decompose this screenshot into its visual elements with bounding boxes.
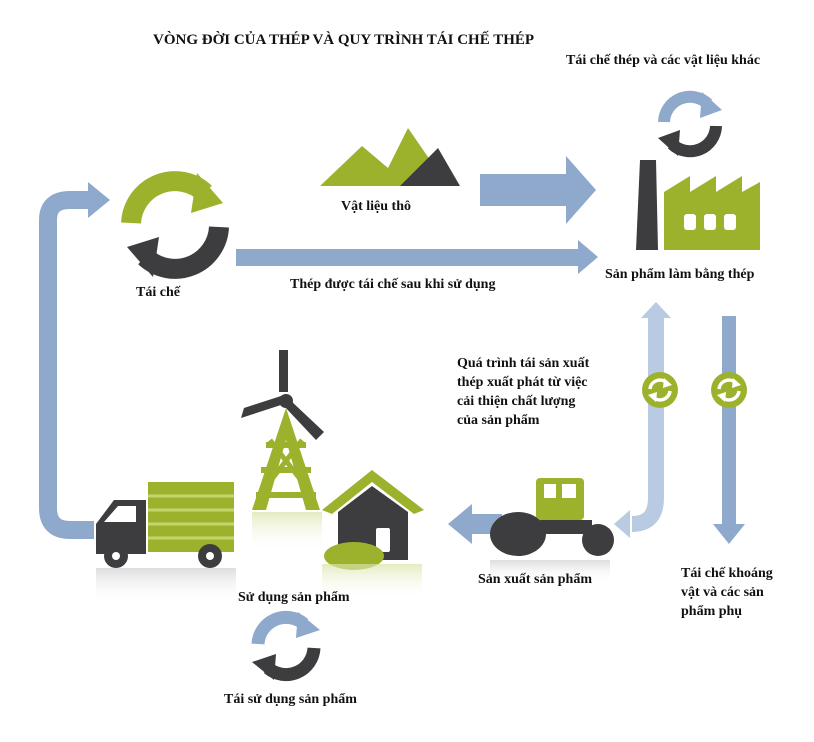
recycle-icon [121, 171, 229, 279]
remanufacture-line-3: cải thiện chất lượng [457, 394, 575, 409]
steamroller-icon [490, 478, 614, 582]
byproducts-arrow [722, 316, 736, 526]
raw-material-arrow [480, 174, 566, 206]
house-icon [322, 470, 424, 600]
byproducts-line-2: vật và các sản [681, 585, 764, 600]
raw-material-label: Vật liệu thô [341, 199, 411, 214]
recycled-arrow-head [578, 240, 598, 274]
remanufacture-arrow [631, 318, 664, 532]
remanufacture-line-2: thép xuất phát từ việc [457, 375, 588, 390]
reuse-recycle-icon [251, 610, 321, 682]
byproducts-label: Tái chế khoáng vật và các sản phẩm phụ [681, 566, 776, 619]
factory-recycle-icon [658, 90, 722, 158]
remanufacture-arrow-head [641, 302, 671, 318]
remanufacture-line-4: của sản phẩm [457, 413, 540, 428]
factory-icon [636, 160, 760, 250]
recycled-arrow [236, 249, 578, 266]
truck-icon [96, 482, 236, 604]
byproducts-line-3: phẩm phụ [681, 604, 742, 619]
remanufacture-label: Quá trình tái sản xuất thép xuất phát từ… [457, 356, 593, 428]
byproducts-arrow-head [713, 524, 745, 544]
recycle-label: Tái chế [136, 285, 181, 300]
manufacture-label: Sản xuất sản phẩm [478, 572, 592, 587]
to-use-arrow-head [448, 504, 472, 544]
loop-arrow-left [39, 191, 94, 539]
raw-material-arrow-head [566, 156, 596, 224]
byproducts-line-1: Tái chế khoáng [681, 566, 773, 581]
remanufacture-line-1: Quá trình tái sản xuất [457, 356, 590, 371]
product-use-label: Sử dụng sản phẩm [238, 590, 350, 605]
remanufacture-recycle-icon [642, 372, 678, 408]
product-reuse-label: Tái sử dụng sản phẩm [224, 692, 357, 707]
steel-products-label: Sản phẩm làm bằng thép [605, 267, 755, 282]
remanufacture-arrow-tail [614, 510, 630, 538]
wind-turbine-icon [241, 350, 324, 552]
mountain-icon [320, 128, 460, 186]
recycled-after-use-label: Thép được tái chế sau khi sử dụng [290, 277, 495, 292]
recycle-other-label: Tái chế thép và các vật liệu khác [566, 53, 760, 68]
page-title: VÒNG ĐỜI CỦA THÉP VÀ QUY TRÌNH TÁI CHẾ T… [153, 31, 534, 48]
loop-arrow-left-head [88, 182, 110, 218]
byproducts-recycle-icon [711, 372, 747, 408]
